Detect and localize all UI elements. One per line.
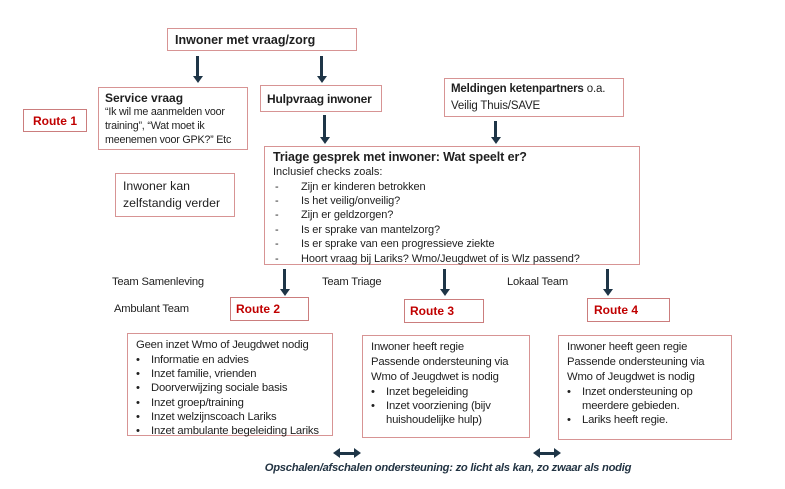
bullet-marker: •: [371, 386, 375, 398]
node-label: Inwoner met vraag/zorg: [175, 32, 316, 47]
label-team-samenleving: Team Samenleving: [112, 276, 204, 288]
down-arrow-icon: [439, 269, 450, 296]
check-text: Zijn er kinderen betrokken: [301, 180, 426, 193]
bullet-text: Inzet begeleiding: [386, 386, 469, 398]
node-inwoner-met-vraag: Inwoner met vraag/zorg: [167, 28, 357, 51]
node-subtitle: Inclusief checks zoals:: [273, 166, 383, 178]
down-arrow-icon: [602, 269, 613, 296]
check-text: Hoort vraag bij Lariks? Wmo/Jeugdwet of …: [301, 252, 580, 265]
route-label: Route 3: [410, 304, 455, 318]
node-line2: Veilig Thuis/SAVE: [451, 99, 541, 112]
node-meldingen-ketenpartners: Meldingen ketenpartners o.a. Veilig Thui…: [444, 78, 624, 117]
route-4-badge: Route 4: [587, 298, 670, 322]
bullet-item: • Inzet familie, vrienden: [136, 367, 326, 381]
check-text: Is er sprake van mantelzorg?: [301, 223, 441, 236]
down-arrow-icon: [319, 115, 330, 144]
dash-marker: -: [275, 194, 279, 207]
label-lokaal-team: Lokaal Team: [507, 276, 569, 288]
dash-marker: -: [275, 209, 279, 222]
node-title: Service vraag: [105, 91, 184, 105]
label-team-triage: Team Triage: [322, 276, 382, 288]
node-outcome-route3: Inwoner heeft regie Passende ondersteuni…: [362, 335, 530, 438]
node-inwoner-zelfstandig: Inwoner kan zelfstandig verder: [115, 173, 235, 217]
bullet-marker: •: [371, 400, 375, 413]
check-item: - Is het veilig/onveilig?: [273, 194, 631, 208]
check-item: - Is er sprake van mantelzorg?: [273, 223, 631, 237]
down-arrow-icon: [192, 56, 203, 83]
dash-marker: -: [275, 223, 279, 236]
check-text: Zijn er geldzorgen?: [301, 209, 394, 222]
bullet-item: • Inzet welzijnscoach Lariks: [136, 410, 326, 424]
outcome-title-line: Inwoner heeft geen regie: [567, 341, 688, 353]
bullet-text: Inzet ambulante begeleiding Lariks: [151, 425, 319, 438]
route-2-badge: Route 2: [230, 297, 309, 321]
bullet-text: Inzet familie, vrienden: [151, 368, 257, 381]
bullet-text: Informatie en advies: [151, 354, 249, 366]
bullet-item: • Inzet begeleiding: [371, 385, 523, 399]
node-service-vraag: Service vraag “Ik wil me aanmelden voor …: [98, 87, 248, 150]
bullet-item: • Inzet voorziening (bijv huishoudelijke …: [371, 399, 523, 427]
bullet-text: Inzet groep/training: [151, 396, 244, 409]
dash-marker: -: [275, 238, 279, 251]
bullet-item: • Lariks heeft regie.: [567, 413, 725, 427]
check-text: Is het veilig/onveilig?: [301, 194, 401, 207]
route-1-badge: Route 1: [23, 109, 87, 132]
double-arrow-icon: [333, 448, 361, 458]
outcome-title-line: Passende ondersteuning via: [567, 356, 705, 368]
bullet-item: • Informatie en advies: [136, 353, 326, 367]
outcome-title-line: Wmo of Jeugdwet is nodig: [371, 371, 499, 383]
bullet-marker: •: [136, 396, 140, 409]
route-label: Route 2: [236, 302, 281, 316]
dash-marker: -: [275, 180, 279, 193]
down-arrow-icon: [316, 56, 327, 83]
node-hulpvraag-inwoner: Hulpvraag inwoner: [260, 85, 382, 112]
bullet-item: • Inzet ondersteuning op meerdere gebiede…: [567, 385, 725, 413]
bullet-text: Doorverwijzing sociale basis: [151, 382, 288, 395]
outcome-title-line: Inwoner heeft regie: [371, 341, 464, 353]
outcome-title: Geen inzet Wmo of Jeugdwet nodig: [136, 339, 309, 351]
bullet-marker: •: [136, 368, 140, 381]
node-label: Inwoner kan zelfstandig verder: [123, 179, 221, 210]
outcome-title-line: Passende ondersteuning via: [371, 356, 509, 368]
node-title-rest: o.a.: [583, 83, 606, 95]
bullet-marker: •: [136, 425, 140, 438]
node-outcome-route4: Inwoner heeft geen regie Passende onders…: [558, 335, 732, 440]
dash-marker: -: [275, 252, 279, 265]
node-body: “Ik wil me aanmelden voor training”, “Wa…: [105, 106, 232, 146]
down-arrow-icon: [490, 121, 501, 144]
bullet-item: • Inzet ambulante begeleiding Lariks: [136, 424, 326, 438]
node-outcome-route2: Geen inzet Wmo of Jeugdwet nodig • Inform…: [127, 333, 333, 438]
down-arrow-icon: [279, 269, 290, 296]
footer-note: Opschalen/afschalen ondersteuning: zo li…: [264, 462, 632, 474]
bullet-text: Inzet ondersteuning op meerdere gebieden…: [582, 386, 693, 413]
route-label: Route 1: [32, 113, 77, 128]
node-label: Hulpvraag inwoner: [267, 91, 372, 106]
outcome-title-line: Wmo of Jeugdwet is nodig: [567, 371, 695, 383]
node-title: Triage gesprek met inwoner: Wat speelt e…: [273, 150, 527, 164]
bullet-marker: •: [567, 414, 571, 427]
node-title-bold: Meldingen ketenpartners: [451, 83, 584, 95]
bullet-marker: •: [136, 410, 140, 423]
bullet-text: Lariks heeft regie.: [582, 414, 668, 427]
label-ambulant-team: Ambulant Team: [114, 303, 189, 315]
check-item: - Zijn er kinderen betrokken: [273, 180, 631, 194]
check-item: - Is er sprake van een progressieve ziekt…: [273, 237, 631, 251]
bullet-item: • Inzet groep/training: [136, 396, 326, 410]
bullet-text: Inzet welzijnscoach Lariks: [151, 410, 277, 423]
check-text: Is er sprake van een progressieve ziekte: [301, 238, 495, 251]
bullet-item: • Doorverwijzing sociale basis: [136, 381, 326, 395]
check-item: - Zijn er geldzorgen?: [273, 208, 631, 222]
node-triage-gesprek: Triage gesprek met inwoner: Wat speelt e…: [264, 146, 640, 265]
double-arrow-icon: [533, 448, 561, 458]
route-label: Route 4: [594, 303, 639, 317]
check-item: - Hoort vraag bij Lariks? Wmo/Jeugdwet of…: [273, 252, 631, 266]
node-title-line: Meldingen ketenpartners o.a.: [451, 81, 617, 98]
bullet-marker: •: [136, 354, 140, 366]
route-3-badge: Route 3: [404, 299, 484, 323]
bullet-marker: •: [136, 382, 140, 395]
bullet-marker: •: [567, 386, 571, 398]
bullet-text: Inzet voorziening (bijv huishoudelijke h…: [386, 400, 491, 427]
